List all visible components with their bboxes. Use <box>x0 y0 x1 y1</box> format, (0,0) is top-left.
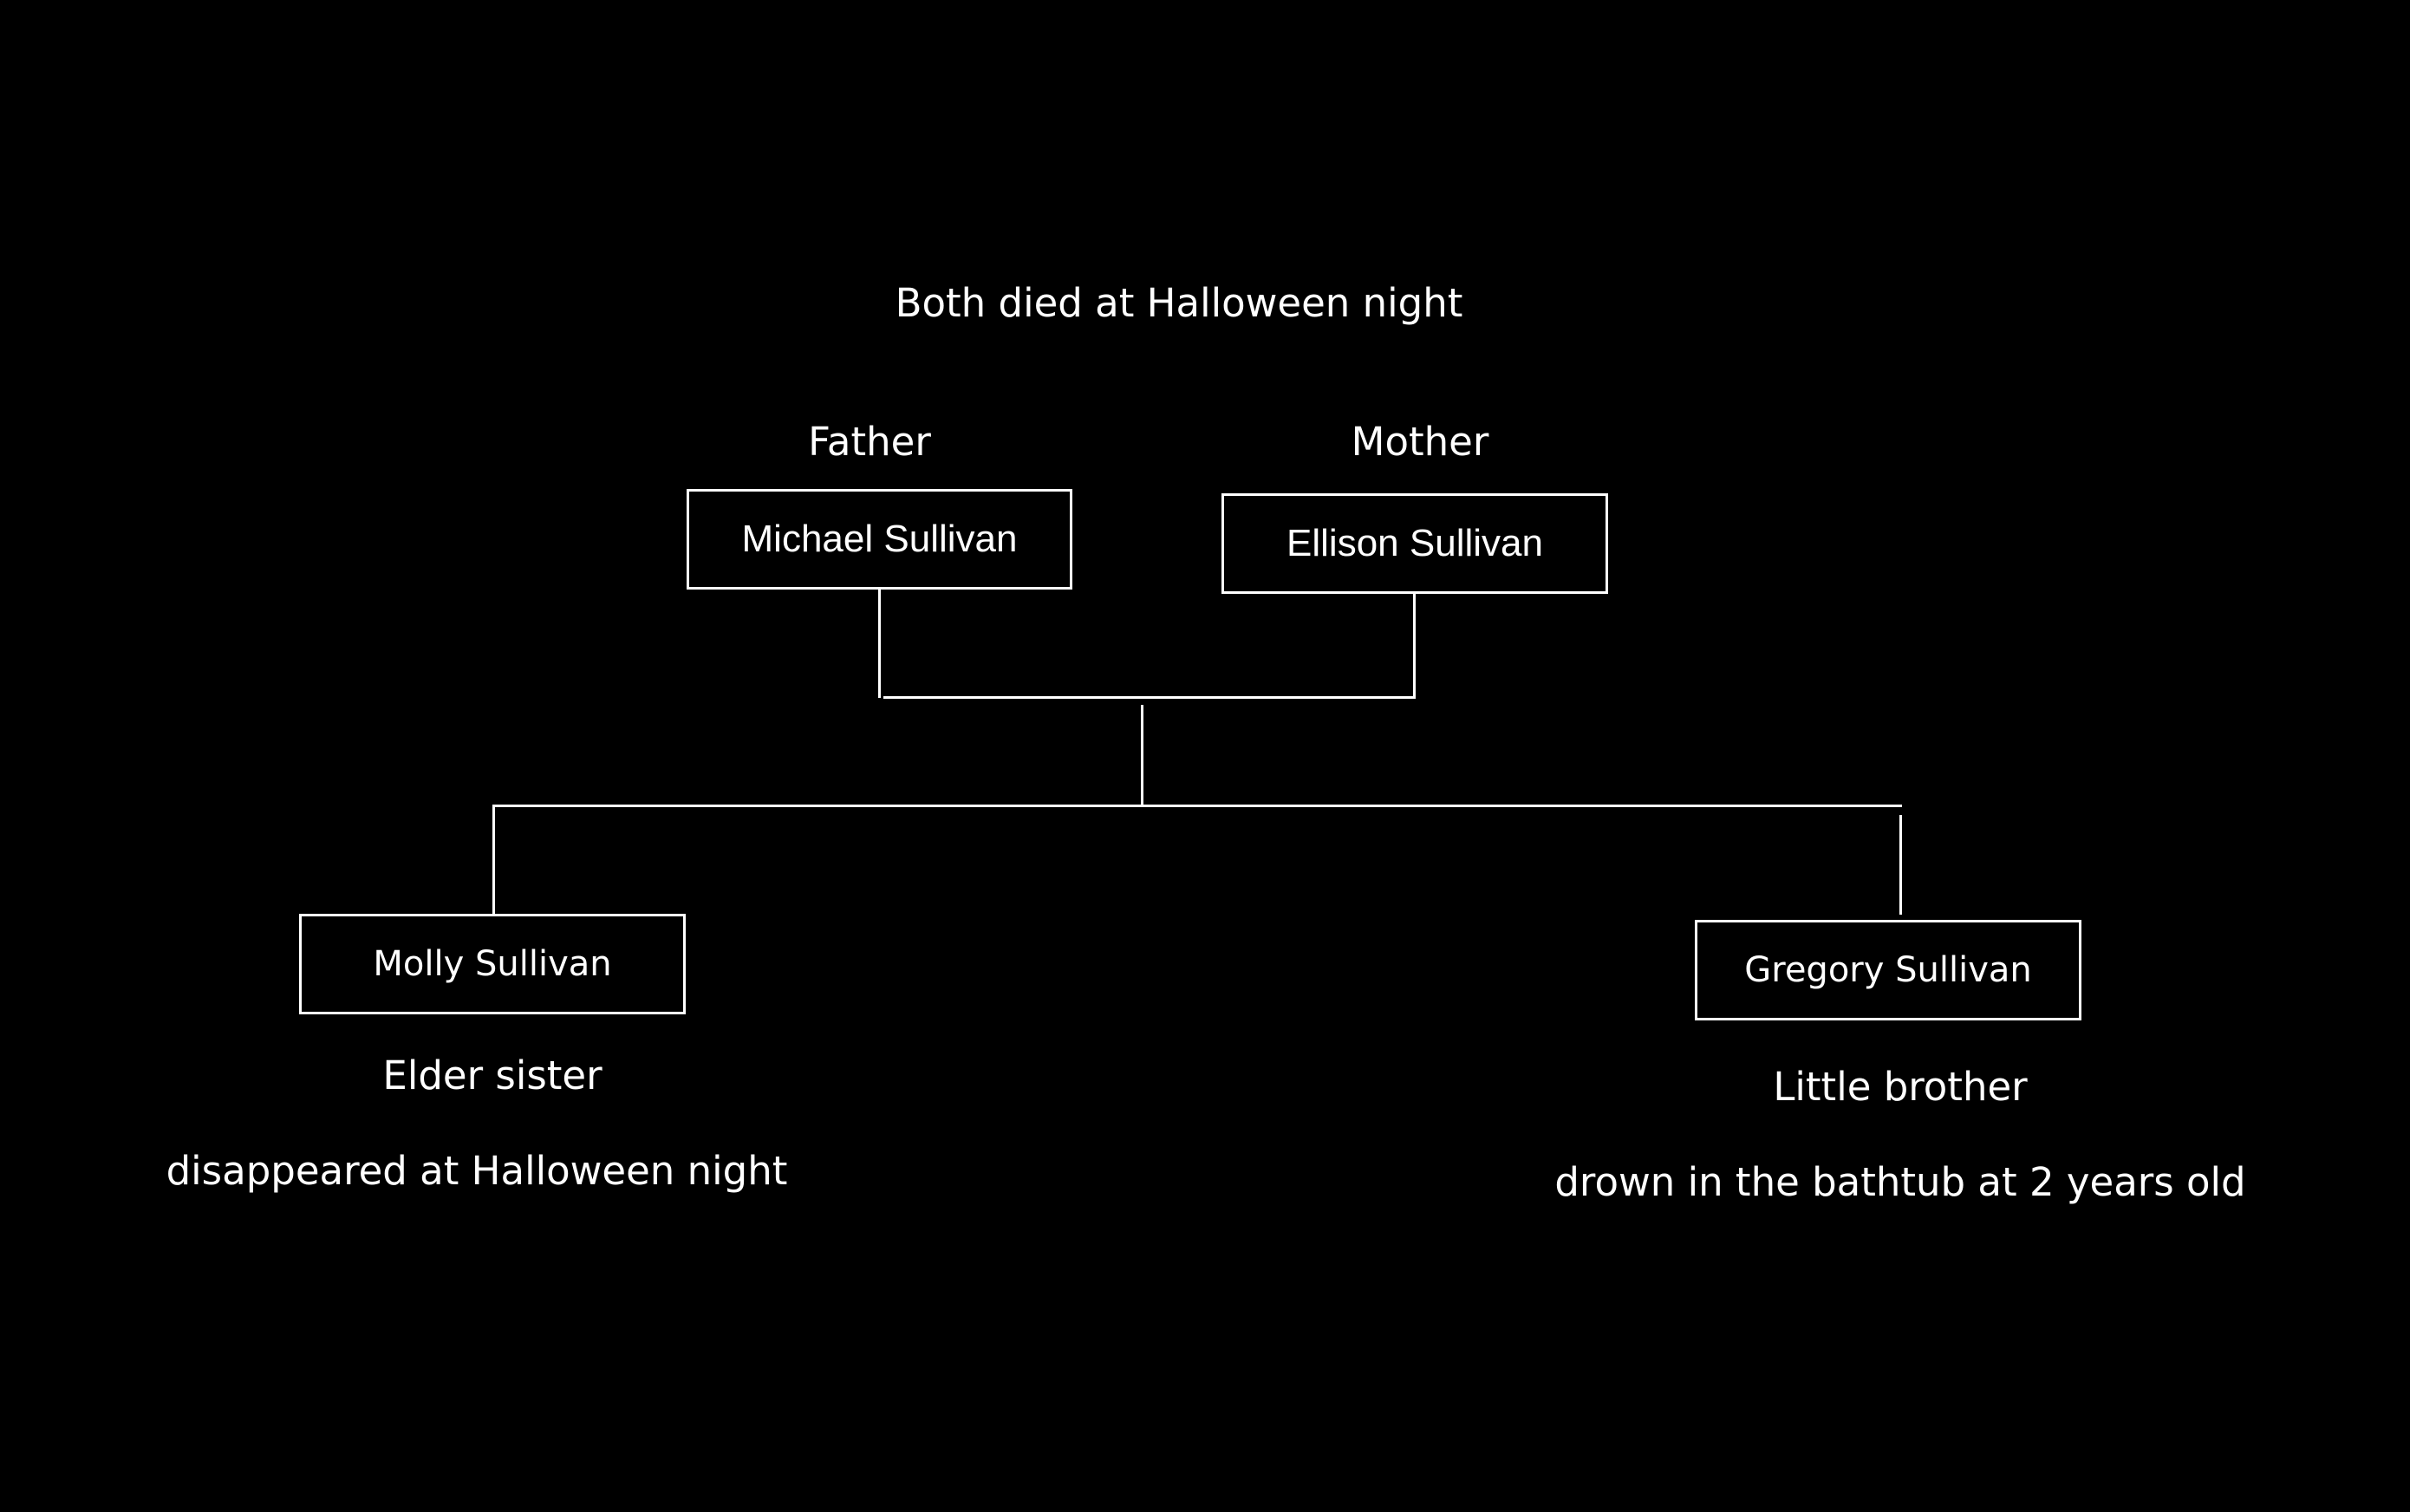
descent-connector <box>1141 705 1143 806</box>
father-role-label: Father <box>808 419 931 465</box>
children-sibling-connector <box>492 805 1902 807</box>
father-down-connector <box>878 590 881 698</box>
mother-role-label: Mother <box>1351 419 1489 465</box>
parents-death-note: Both died at Halloween night <box>895 280 1463 326</box>
gregory-up-connector <box>1899 815 1902 915</box>
molly-role-label: Elder sister <box>382 1053 602 1098</box>
father-name: Michael Sullivan <box>741 518 1018 560</box>
mother-down-connector <box>1413 594 1416 698</box>
molly-up-connector <box>492 805 495 915</box>
mother-node: Ellison Sullivan <box>1221 493 1608 594</box>
gregory-name: Gregory Sullivan <box>1744 950 2032 990</box>
gregory-role-label: Little brother <box>1773 1064 2028 1110</box>
molly-fate-note: disappeared at Halloween night <box>166 1148 788 1194</box>
parents-union-connector <box>883 696 1416 699</box>
mother-name: Ellison Sullivan <box>1286 522 1543 564</box>
molly-node: Molly Sullivan <box>299 914 686 1014</box>
gregory-node: Gregory Sullivan <box>1695 920 2081 1020</box>
gregory-fate-note: drown in the bathtub at 2 years old <box>1554 1159 2246 1205</box>
father-node: Michael Sullivan <box>687 489 1072 590</box>
molly-name: Molly Sullivan <box>373 944 612 984</box>
